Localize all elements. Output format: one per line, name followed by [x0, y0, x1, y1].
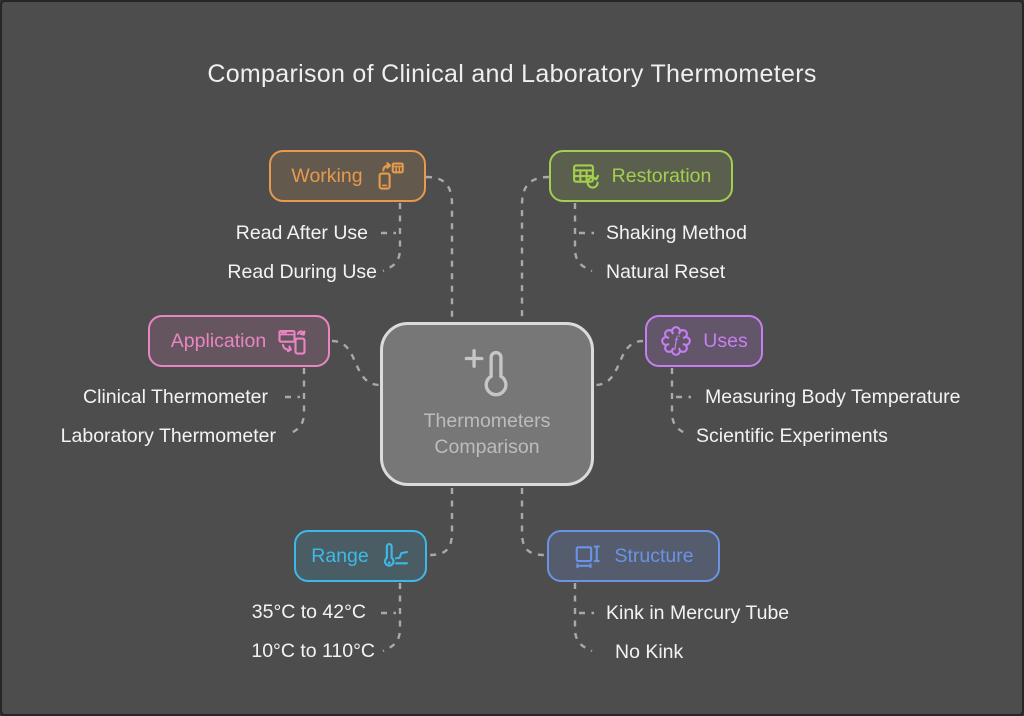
leaf-natural-reset: Natural Reset [606, 261, 726, 283]
connector-working-children [382, 203, 402, 273]
leaf-no-kink: No Kink [615, 641, 684, 663]
branch-node-application[interactable]: Application [148, 315, 330, 367]
leaf-range-laboratory: 10°C to 110°C [251, 640, 375, 662]
leaf-measuring-body-temperature: Measuring Body Temperature [705, 386, 961, 408]
branch-node-uses[interactable]: f Uses [645, 315, 763, 367]
branch-node-working[interactable]: Working [269, 150, 426, 202]
branch-node-restoration[interactable]: Restoration [549, 150, 733, 202]
connector-restoration-center [520, 175, 550, 320]
leaf-clinical-thermometer: Clinical Thermometer [83, 386, 268, 408]
central-node-label: Thermometers Comparison [423, 410, 551, 458]
responsive-devices-icon [278, 329, 306, 355]
page-title: Comparison of Clinical and Laboratory Th… [207, 60, 817, 88]
central-node-thermometers-comparison[interactable]: Thermometers Comparison [380, 322, 594, 486]
leaf-shaking-method: Shaking Method [606, 222, 747, 244]
connector-uses-children [670, 368, 690, 437]
leaf-read-after-use: Read After Use [235, 222, 368, 244]
connector-range-children [382, 583, 402, 653]
branch-label-application: Application [170, 329, 267, 352]
branch-node-range[interactable]: Range [294, 530, 427, 582]
connector-structure-children [573, 583, 593, 653]
thermometer-plus-icon [464, 349, 508, 397]
branch-label-working: Working [291, 164, 363, 187]
connector-range-center [428, 488, 454, 557]
leaf-kink-in-mercury-tube: Kink in Mercury Tube [606, 602, 790, 624]
leaf-scientific-experiments: Scientific Experiments [696, 425, 888, 447]
connector-structure-center [520, 488, 546, 557]
leaf-range-clinical: 35°C to 42°C [251, 601, 366, 623]
function-gear-icon: f [661, 326, 692, 356]
connector-uses-center [595, 339, 644, 387]
branch-label-uses: Uses [703, 329, 748, 352]
connector-restoration-children [573, 203, 593, 273]
branch-node-structure[interactable]: Structure [547, 530, 720, 582]
frame-cursor-icon [576, 545, 601, 569]
function-letter: f [674, 334, 681, 351]
table-refresh-icon [572, 164, 599, 189]
branch-label-restoration: Restoration [611, 164, 712, 187]
connector-working-center [425, 175, 454, 320]
branch-label-range: Range [311, 544, 369, 567]
connector-application-children [286, 368, 306, 437]
branch-label-structure: Structure [614, 544, 694, 567]
leaf-read-during-use: Read During Use [227, 261, 377, 283]
thermometer-chart-icon [383, 542, 408, 567]
phone-sync-calculator-icon [378, 162, 404, 190]
connector-application-center [331, 339, 380, 387]
leaf-laboratory-thermometer: Laboratory Thermometer [60, 425, 276, 447]
